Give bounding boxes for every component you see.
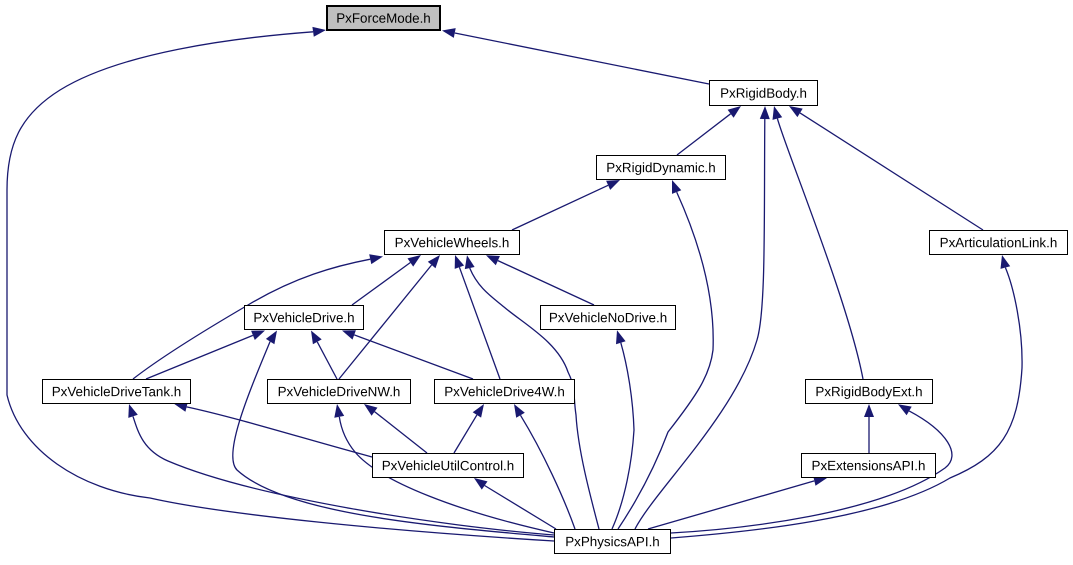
svg-text:PxVehicleDriveTank.h: PxVehicleDriveTank.h [52, 384, 182, 399]
svg-text:PxArticulationLink.h: PxArticulationLink.h [940, 235, 1058, 250]
svg-text:PxPhysicsAPI.h: PxPhysicsAPI.h [565, 534, 660, 549]
svg-text:PxVehicleWheels.h: PxVehicleWheels.h [395, 235, 510, 250]
svg-text:PxVehicleNoDrive.h: PxVehicleNoDrive.h [549, 310, 667, 325]
svg-text:PxForceMode.h: PxForceMode.h [336, 11, 431, 26]
svg-text:PxExtensionsAPI.h: PxExtensionsAPI.h [812, 458, 926, 473]
svg-text:PxVehicleDriveNW.h: PxVehicleDriveNW.h [278, 384, 401, 399]
svg-text:PxRigidBody.h: PxRigidBody.h [720, 86, 807, 101]
svg-text:PxVehicleDrive.h: PxVehicleDrive.h [253, 310, 354, 325]
svg-text:PxRigidDynamic.h: PxRigidDynamic.h [606, 160, 715, 175]
svg-text:PxVehicleDrive4W.h: PxVehicleDrive4W.h [444, 384, 565, 399]
svg-text:PxRigidBodyExt.h: PxRigidBodyExt.h [815, 384, 922, 399]
svg-text:PxVehicleUtilControl.h: PxVehicleUtilControl.h [382, 458, 514, 473]
